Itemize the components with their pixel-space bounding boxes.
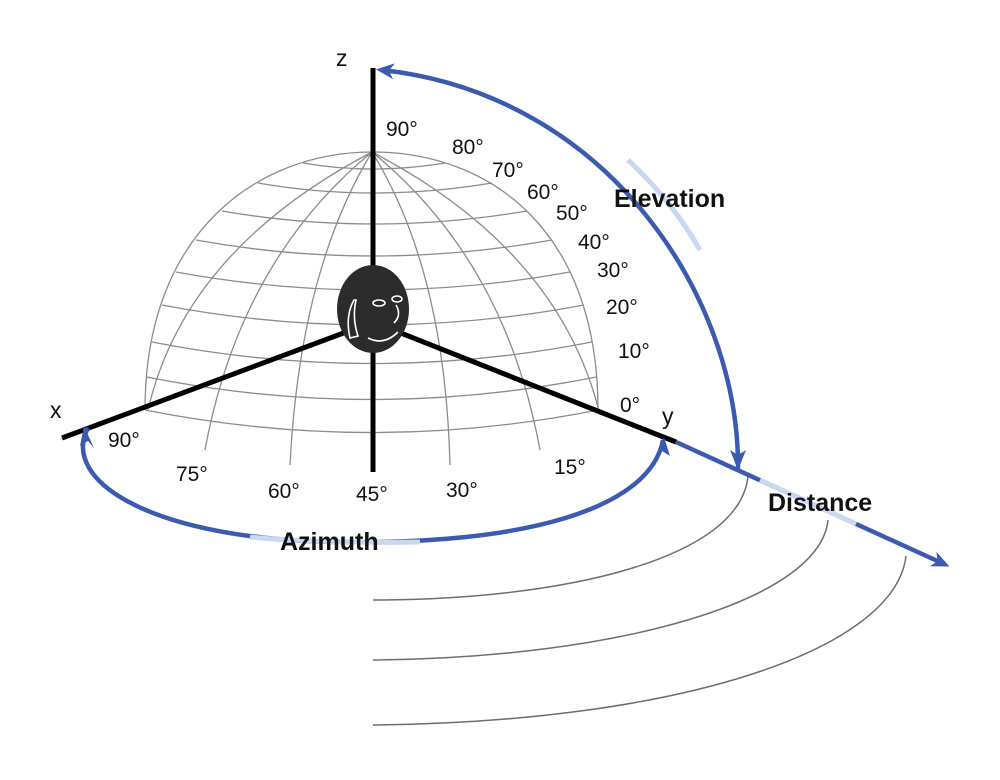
elevation-tick: 40° [578,231,610,254]
meridian-line [371,151,541,451]
azimuth-tick: 30° [446,479,478,502]
elevation-tick: 20° [606,296,638,319]
elevation-ticks: 90° 80° 70° 60° 50° 40° 30° 20° 10° 0° [386,118,650,417]
distance-label: Distance [768,489,872,517]
elevation-tick: 30° [597,259,629,282]
elevation-tick: 90° [386,118,418,141]
azimuth-arrow-head-left [80,426,94,448]
meridian-line [371,151,601,416]
meridian-line [371,151,451,466]
azimuth-tick: 75° [176,463,208,486]
elevation-arrow-fade [626,158,703,252]
elevation-tick: 0° [620,394,640,417]
azimuth-ticks: 90° 75° 60° 45° 30° 15° [108,429,586,506]
elevation-arrow-start [730,450,746,470]
distance-arc [372,519,829,661]
distance-arrow-fade [758,477,858,527]
y-axis-label: y [662,403,674,429]
azimuth-arrow-fade [249,534,421,545]
azimuth-tick: 15° [554,456,586,479]
elevation-label: Elevation [614,185,725,213]
meridian-line [147,151,373,411]
head-icon [337,265,409,353]
azimuth-tick: 90° [108,429,140,452]
z-axis-label: z [336,45,348,71]
distance-arc [372,475,749,601]
elevation-arrow [376,63,741,471]
azimuth-label: Azimuth [280,528,379,556]
y-axis [372,319,677,445]
elevation-tick: 10° [618,340,650,363]
elevation-tick: 80° [452,136,484,159]
azimuth-tick: 60° [268,480,300,503]
elevation-tick: 50° [556,202,588,225]
azimuth-tick: 45° [356,483,388,506]
azimuth-arrow-head-right [656,437,670,458]
elevation-tick: 60° [527,181,559,204]
meridian-line [204,151,373,451]
x-axis [61,319,374,441]
elevation-tick: 70° [492,159,524,182]
x-axis-label: x [50,397,62,423]
distance-arcs [372,475,907,726]
meridian-line [289,151,373,466]
distance-arc [372,555,907,726]
